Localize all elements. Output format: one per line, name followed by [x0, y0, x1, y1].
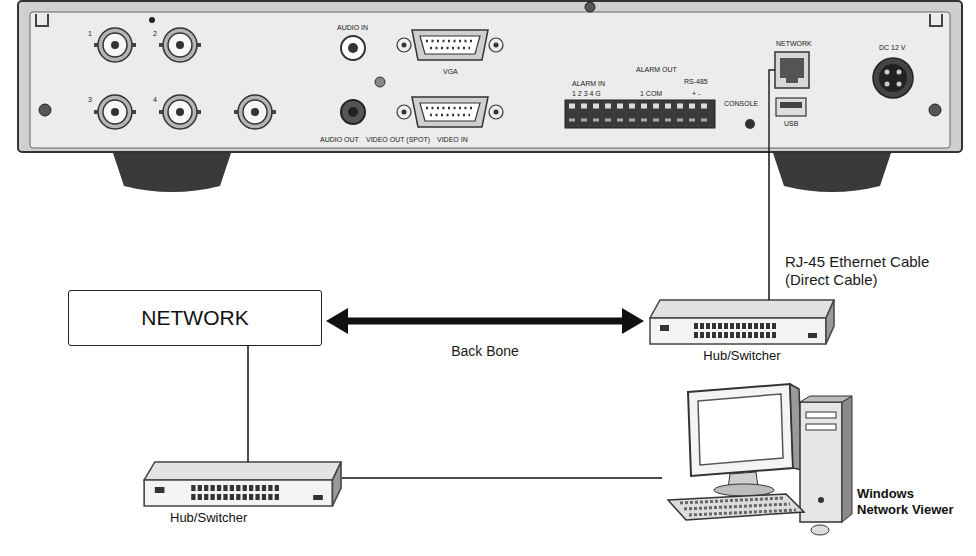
bnc-connector [234, 95, 276, 129]
arrow-head [326, 308, 348, 334]
panel-face [30, 12, 950, 148]
port-label: 2 [153, 30, 157, 38]
screw [375, 77, 385, 87]
terminal-slots [569, 104, 713, 109]
monitor [688, 384, 793, 476]
port-label: AUDIO OUT [320, 136, 359, 144]
arrow-head [622, 308, 644, 334]
rj45-port [775, 52, 809, 88]
port-label: ALARM OUT [636, 66, 677, 74]
power-button [818, 497, 824, 503]
tower-side [842, 396, 852, 522]
dc-jack [879, 64, 907, 92]
screw [585, 2, 595, 12]
bnc-connector [159, 28, 201, 62]
mounting-ear [930, 14, 942, 26]
port-label: RS-485 [684, 78, 708, 86]
bnc-connector [94, 28, 136, 62]
connector-line [247, 346, 249, 462]
screw [929, 104, 941, 116]
screw [39, 104, 51, 116]
port-label: AUDIO IN [337, 24, 368, 32]
terminal-block [565, 100, 715, 128]
device-label: Hub/Switcher [648, 348, 836, 364]
panel-body [18, 1, 962, 152]
rca-jack [341, 36, 365, 60]
serial-connector [397, 97, 503, 127]
dc-pin [885, 82, 890, 87]
keyboard-keys [684, 504, 790, 509]
bnc-connector [94, 95, 136, 129]
rca-jack [348, 43, 358, 53]
hub-switch [144, 462, 341, 506]
connector-label: RJ-45 Ethernet Cable (Direct Cable) [783, 253, 947, 291]
rca-jack [341, 100, 365, 124]
port-label: VGA [443, 68, 458, 76]
dvr-rear-panel [18, 1, 962, 192]
computer [668, 384, 852, 535]
port-label: CONSOLE [724, 100, 758, 108]
console-jack [745, 119, 755, 129]
connector [248, 346, 249, 462]
connector-line [342, 477, 662, 479]
terminal-screws [569, 119, 713, 122]
dvr-rear-panel: 1 2 3 4 AUDIO IN VGA AUDIO OUT VIDEO OUT (SPOT)… [18, 1, 962, 152]
dc-pin [897, 70, 902, 75]
box-title: NETWORK [141, 305, 248, 330]
rj45-opening [780, 58, 804, 83]
network-box: NETWORK [68, 290, 322, 346]
dc-jack [873, 58, 913, 98]
connector-line [768, 152, 770, 300]
computer: Windows Network Viewer [662, 382, 963, 532]
connector-line [347, 318, 623, 325]
rubber-foot [112, 150, 232, 192]
connector [326, 308, 644, 334]
port-label: 1 [88, 30, 92, 38]
connector-label: Back Bone [449, 343, 521, 361]
cable-stub [769, 70, 775, 152]
port-label: DC 12 V [879, 44, 905, 52]
keyboard [668, 494, 804, 520]
device-label: Hub/Switcher [170, 510, 247, 526]
hub-switch: Hub/Switcher [142, 462, 342, 528]
usb-port [776, 98, 806, 116]
port-label: 1 COM [640, 90, 662, 98]
drive-bay [806, 412, 836, 418]
device-label: Windows Network Viewer [857, 486, 961, 517]
port-label: 3 [88, 96, 92, 104]
rca-jack [348, 107, 358, 117]
dc-pin [885, 70, 890, 75]
mounting-ear [36, 14, 48, 26]
port-label: + - [692, 90, 700, 98]
usb-opening [780, 102, 802, 108]
rubber-foot [772, 150, 892, 192]
vga-connector [397, 30, 503, 60]
led-dot [149, 17, 155, 23]
tower-front [800, 402, 842, 522]
monitor-screen [698, 394, 783, 465]
port-label: 4 [153, 96, 157, 104]
connector [342, 478, 662, 479]
tower-top [800, 396, 852, 402]
port-label: ALARM IN [572, 80, 605, 88]
hub-switch: Hub/Switcher [648, 300, 836, 366]
port-label: 1 2 3 4 G [572, 90, 601, 98]
keyboard-keys [680, 498, 784, 503]
drive-bay [806, 424, 836, 430]
port-label: VIDEO IN [437, 136, 468, 144]
connector [769, 152, 770, 300]
keyboard-keys [689, 510, 796, 515]
monitor-base [714, 484, 774, 496]
port-label: NETWORK [776, 40, 812, 48]
hub-switch [650, 300, 834, 344]
port-label: VIDEO OUT (SPOT) [366, 136, 430, 144]
bnc-connector [159, 95, 201, 129]
port-label: USB [784, 120, 798, 128]
mouse [811, 525, 829, 535]
dc-pin [897, 82, 902, 87]
